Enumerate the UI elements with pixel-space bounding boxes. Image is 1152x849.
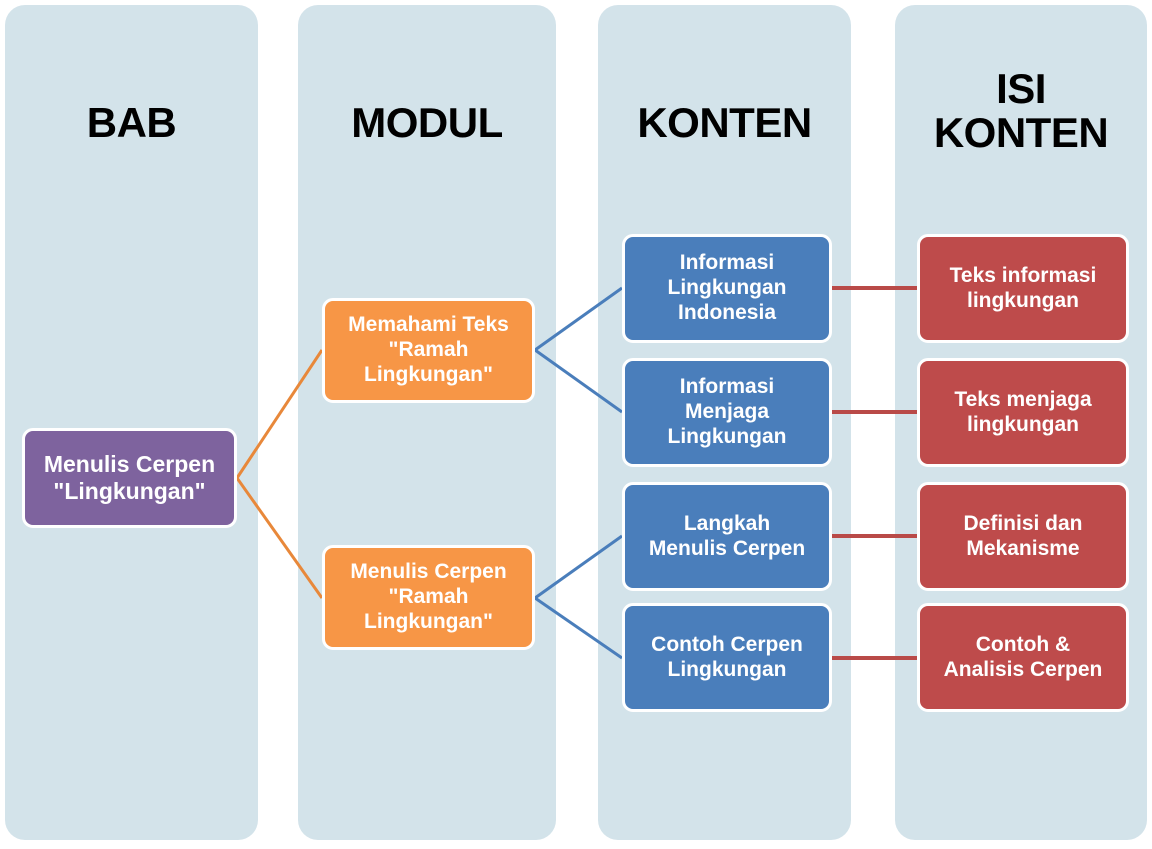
- node-isi-teks-menjaga-lingkungan[interactable]: Teks menjaga lingkungan: [917, 358, 1129, 467]
- edge-modul2-konten4: [534, 596, 623, 660]
- column-title-bab: BAB: [86, 99, 177, 146]
- node-isi-teks-informasi-lingkungan[interactable]: Teks informasi lingkungan: [917, 234, 1129, 343]
- column-title-modul: MODUL: [351, 99, 503, 146]
- column-panel-modul: MODUL: [298, 5, 556, 840]
- edge-modul2-konten3: [534, 534, 623, 600]
- node-modul-memahami-teks-ramah-lingkungan[interactable]: Memahami Teks "Ramah Lingkungan": [322, 298, 535, 403]
- column-panel-bab: BAB: [5, 5, 258, 840]
- edge-bab1-modul2: [235, 477, 324, 599]
- edge-bab1-modul1: [235, 349, 324, 479]
- edge-modul1-konten2: [534, 348, 623, 414]
- node-modul-menulis-cerpen-ramah-lingkungan[interactable]: Menulis Cerpen "Ramah Lingkungan": [322, 545, 535, 650]
- node-konten-informasi-menjaga-lingkungan[interactable]: Informasi Menjaga Lingkungan: [622, 358, 832, 467]
- node-bab-menulis-cerpen-lingkungan[interactable]: Menulis Cerpen "Lingkungan": [22, 428, 237, 528]
- column-title-isi-konten: ISI KONTEN: [933, 65, 1109, 157]
- node-konten-contoh-cerpen-lingkungan[interactable]: Contoh Cerpen Lingkungan: [622, 603, 832, 712]
- node-isi-contoh-analisis-cerpen[interactable]: Contoh & Analisis Cerpen: [917, 603, 1129, 712]
- node-konten-informasi-lingkungan-indonesia[interactable]: Informasi Lingkungan Indonesia: [622, 234, 832, 343]
- edge-modul1-konten1: [534, 286, 623, 352]
- node-isi-definisi-dan-mekanisme[interactable]: Definisi dan Mekanisme: [917, 482, 1129, 591]
- node-konten-langkah-menulis-cerpen[interactable]: Langkah Menulis Cerpen: [622, 482, 832, 591]
- column-title-konten: KONTEN: [637, 99, 812, 146]
